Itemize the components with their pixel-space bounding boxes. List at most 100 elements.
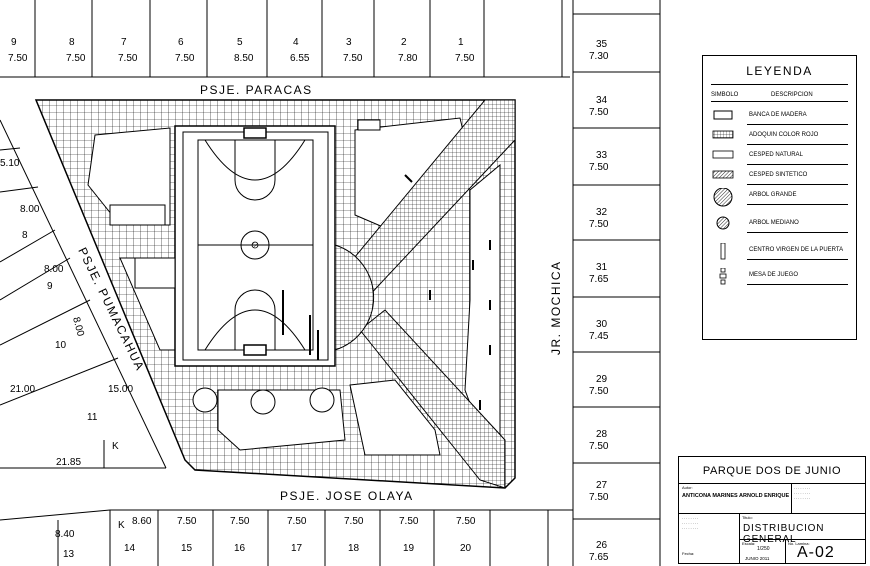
lot-number: 8 (69, 37, 75, 48)
legend-label: CENTRO VIRGEN DE LA PUERTA (749, 247, 844, 253)
lot-width: 7.50 (399, 516, 419, 527)
lot-number: 16 (234, 543, 246, 554)
title-block: PARQUE DOS DE JUNIO Autor: ANTICONA MARI… (678, 456, 866, 564)
legend-row: ADOQUIN COLOR ROJO (711, 128, 848, 146)
scale-value: 1/250 (757, 546, 770, 552)
game-table-symbol (711, 267, 735, 293)
lot-label: 8.00 (44, 264, 64, 275)
legend-row: CESPED SINTETICO (711, 168, 848, 186)
lot-number: 27 (596, 480, 608, 491)
legend-label: CESPED SINTETICO (749, 172, 808, 178)
lot-number: 33 (596, 150, 608, 161)
lot-labels: 97.5087.5077.5067.5058.5046.5537.5027.80… (8, 37, 609, 563)
lot-number: 4 (293, 37, 299, 48)
date-label: Fecha: (682, 551, 695, 556)
author-name: ANTICONA MARINES ARNOLD ENRIQUE (682, 493, 790, 499)
street-top: PSJE. PARACAS (200, 83, 313, 97)
red-paver-symbol (711, 128, 735, 153)
lot-width: 7.50 (589, 386, 609, 397)
lot-label: 8 (22, 230, 28, 241)
lot-label: 8.00 (20, 204, 40, 215)
bench-symbol (711, 108, 735, 133)
legend-row: ARBOL GRANDE (711, 187, 848, 213)
lot-number: 28 (596, 429, 608, 440)
lot-width: 7.50 (8, 53, 28, 64)
lot-number: 15 (181, 543, 193, 554)
virgin-statue-symbol (711, 242, 735, 268)
legend-label: CESPED NATURAL (749, 152, 803, 158)
lot-width: 7.65 (589, 552, 609, 563)
large-tree-symbol (711, 187, 735, 213)
lot-width: 7.65 (589, 274, 609, 285)
lot-width: 8.50 (234, 53, 254, 64)
lot-number: 3 (346, 37, 352, 48)
date-value: JUNIO 2011 (745, 556, 770, 561)
lot-width: 7.50 (118, 53, 138, 64)
lot-label: K (112, 441, 119, 452)
lot-width: 7.80 (398, 53, 418, 64)
legend-label: ARBOL MEDIANO (749, 220, 799, 226)
lot-width: 7.50 (589, 107, 609, 118)
sheet-title-label: Titulo: (742, 515, 753, 520)
synthetic-grass-symbol (711, 168, 735, 193)
legend-row: MESA DE JUEGO (711, 267, 848, 286)
sheet-number: A-02 (797, 544, 835, 561)
lot-number: 14 (124, 543, 136, 554)
lot-width: 7.45 (589, 331, 609, 342)
lot-width: 6.55 (290, 53, 310, 64)
lot-number: 31 (596, 262, 608, 273)
legend-title: LEYENDA (746, 64, 813, 78)
lot-number: 7 (121, 37, 127, 48)
lot-label: K (118, 520, 125, 531)
lot-label: 15.00 (108, 384, 133, 395)
medium-tree-symbol (711, 216, 735, 241)
lot-width: 7.50 (287, 516, 307, 527)
lot-number: 17 (291, 543, 303, 554)
project-title: PARQUE DOS DE JUNIO (702, 465, 842, 477)
lot-number: 34 (596, 95, 608, 106)
lot-number: 35 (596, 39, 608, 50)
author-label: Autor: (682, 485, 693, 490)
legend-col-symbol: SIMBOLO (711, 92, 739, 98)
lot-width: 7.50 (343, 53, 363, 64)
legend-row: CENTRO VIRGEN DE LA PUERTA (711, 242, 848, 261)
legend-label: BANCA DE MADERA (749, 112, 807, 118)
lot-width: 7.50 (589, 162, 609, 173)
legend: LEYENDA SIMBOLO DESCRIPCION BANCA DE MAD… (702, 55, 857, 340)
lot-label: 21.85 (56, 457, 81, 468)
lot-width: 8.60 (132, 516, 152, 527)
lot-label: 11 (87, 412, 98, 423)
scale-label: Escala: (742, 541, 756, 546)
lot-number: 20 (460, 543, 472, 554)
lot-number: 9 (11, 37, 17, 48)
lot-width: 7.50 (589, 219, 609, 230)
lot-width: 7.50 (230, 516, 250, 527)
lot-number: 32 (596, 207, 608, 218)
lot-label: 5.10 (0, 158, 20, 169)
lot-width: 7.50 (175, 53, 195, 64)
legend-label: MESA DE JUEGO (749, 272, 799, 278)
lot-width: 7.50 (456, 516, 476, 527)
legend-row: ARBOL MEDIANO (711, 216, 848, 240)
legend-row: BANCA DE MADERA (711, 108, 848, 126)
lot-width: 7.50 (344, 516, 364, 527)
legend-row: CESPED NATURAL (711, 148, 848, 166)
lot-width: 7.50 (589, 492, 609, 503)
lot-label: 10 (55, 340, 67, 351)
lot-number: 29 (596, 374, 608, 385)
legend-col-desc: DESCRIPCION (771, 92, 813, 98)
street-bottom: PSJE. JOSE OLAYA (280, 489, 414, 503)
lot-label: 8.00 (70, 316, 86, 338)
lot-width: 7.30 (589, 51, 609, 62)
street-right: JR. MOCHICA (549, 261, 563, 356)
lot-label: 8.40 (55, 529, 75, 540)
lot-width: 7.50 (455, 53, 475, 64)
lot-number: 5 (237, 37, 243, 48)
lot-label: 21.00 (10, 384, 35, 395)
lot-width: 7.50 (589, 441, 609, 452)
lot-number: 1 (458, 37, 464, 48)
park (34, 99, 516, 489)
sheet-number-label: No. Lamina: (788, 541, 810, 546)
